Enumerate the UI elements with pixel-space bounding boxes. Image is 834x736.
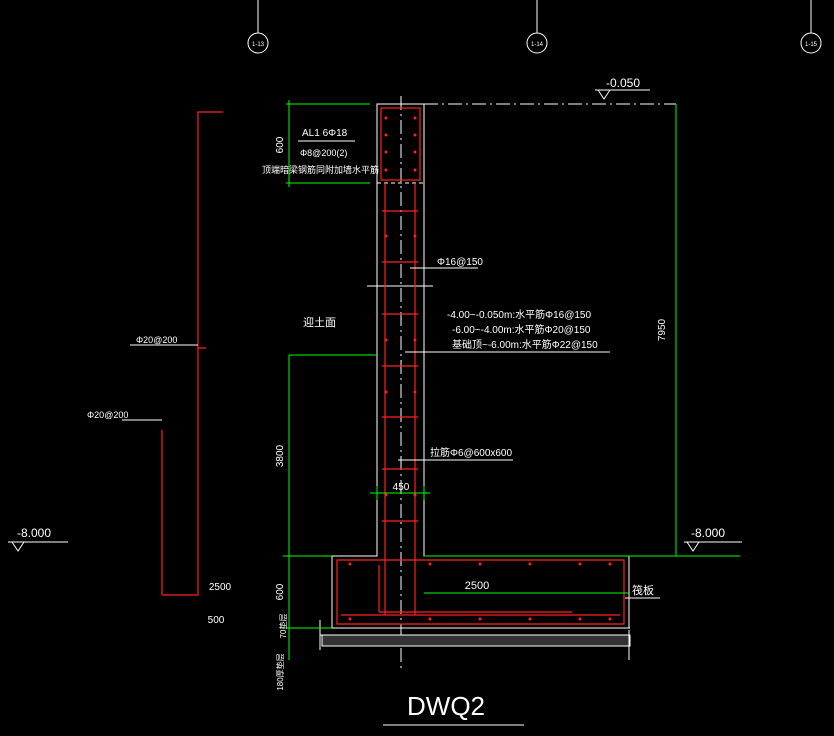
dim-slab-length: 2500	[465, 580, 489, 592]
bar-note-lower: Φ20@200	[87, 410, 128, 420]
elevation-top-label: -0.050	[606, 76, 640, 90]
rebar	[161, 107, 625, 625]
dim-base-600: 600	[275, 583, 286, 600]
dim-height-3800: 3800	[275, 444, 286, 467]
elevation-markers	[8, 89, 742, 552]
horizontal-rebar-note-3: 基础顶~-6.00m:水平筋Φ22@150	[452, 338, 598, 351]
axis-label: 1-13	[252, 42, 265, 48]
leader-lines	[122, 140, 660, 726]
soil-face-label: 迎土面	[303, 316, 336, 329]
wall-outline	[319, 96, 676, 668]
dim-layer-180: 180厚垫层	[275, 653, 285, 690]
dimension-lines	[283, 100, 740, 660]
beam-detail-note: 顶端暗梁钢筋同附加墙水平筋	[262, 164, 379, 175]
beam-rebar-note: AL1 6Φ18	[302, 128, 348, 139]
axis-grid	[247, 0, 822, 54]
dim-height-7950: 7950	[657, 318, 668, 341]
dim-top-600: 600	[275, 136, 286, 153]
horizontal-rebar-note-1: -4.00~-0.050m:水平筋Φ16@150	[447, 308, 591, 321]
horizontal-rebar-note-2: -6.00~-4.00m:水平筋Φ20@150	[452, 323, 591, 336]
axis-bubble	[247, 32, 269, 54]
axis-label: 1-15	[805, 42, 818, 48]
axis-label: 1-14	[531, 42, 544, 48]
dim-left-extension: 500	[208, 615, 225, 626]
raft-label: 筏板	[632, 583, 654, 597]
stirrup-note: Φ8@200(2)	[300, 148, 347, 158]
axis-bubble	[526, 32, 548, 54]
bar-note-upper: Φ20@200	[136, 335, 177, 345]
drawing-title: DWQ2	[407, 691, 485, 721]
rebar-dots	[348, 116, 612, 621]
dim-wall-width: 450	[393, 482, 410, 493]
dim-layer-70: 70垫层	[278, 614, 288, 639]
elevation-right-label: -8.000	[691, 526, 725, 540]
dim-left-length: 2500	[209, 582, 232, 593]
elevation-left-label: -8.000	[17, 526, 51, 540]
tie-rebar-note: 拉筋Φ6@600x600	[430, 446, 512, 459]
vertical-rebar-note: Φ16@150	[437, 257, 483, 268]
axis-bubble	[800, 32, 822, 54]
